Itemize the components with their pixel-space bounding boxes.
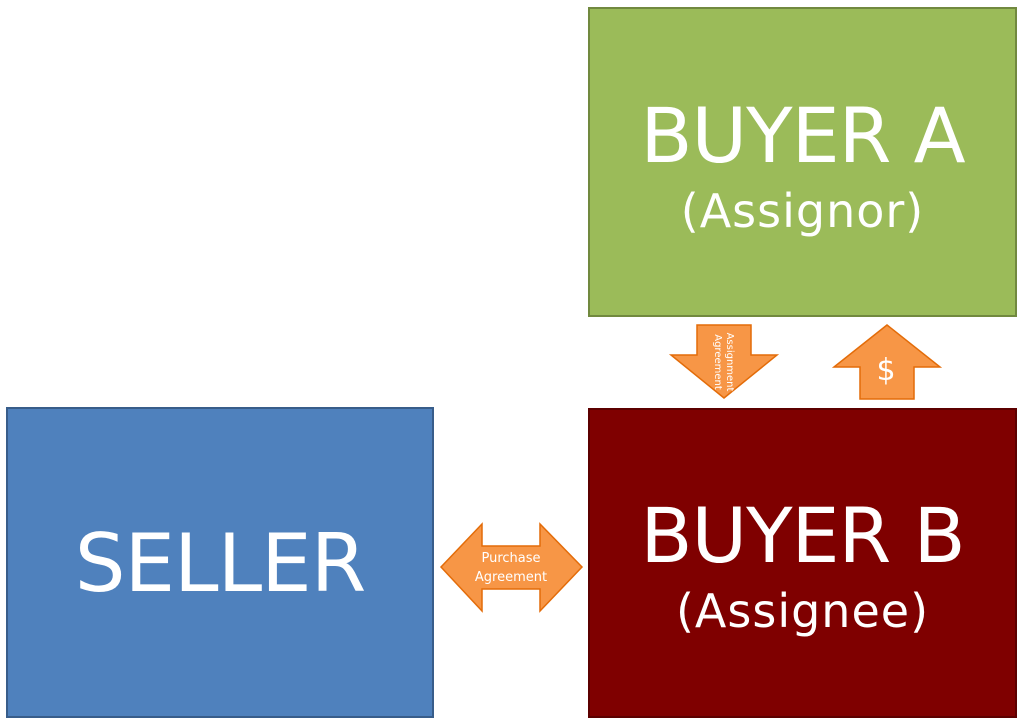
buyer-b-box: BUYER B (Assignee)	[588, 408, 1017, 718]
seller-box: SELLER	[6, 407, 434, 718]
purchase-agreement-line2: Agreement	[475, 570, 547, 585]
purchase-agreement-arrow: Purchase Agreement	[439, 522, 584, 613]
assignment-agreement-line1: Assignment	[724, 333, 735, 392]
payment-arrow: $	[831, 324, 943, 400]
buyer-a-subtitle: (Assignor)	[680, 184, 925, 238]
down-arrow-shape	[668, 324, 780, 399]
double-arrow-shape	[439, 522, 584, 613]
buyer-b-subtitle: (Assignee)	[675, 584, 930, 638]
dollar-sign-label: $	[876, 353, 895, 388]
buyer-b-title: BUYER B	[640, 491, 965, 580]
buyer-a-box: BUYER A (Assignor)	[588, 7, 1017, 317]
purchase-agreement-line1: Purchase	[481, 551, 540, 566]
buyer-a-title: BUYER A	[640, 91, 965, 180]
assignment-agreement-arrow: Assignment Agreement	[668, 324, 780, 399]
up-arrow-shape	[831, 324, 943, 400]
seller-title: SELLER	[74, 516, 367, 610]
assignment-agreement-line2: Agreement	[712, 334, 723, 390]
